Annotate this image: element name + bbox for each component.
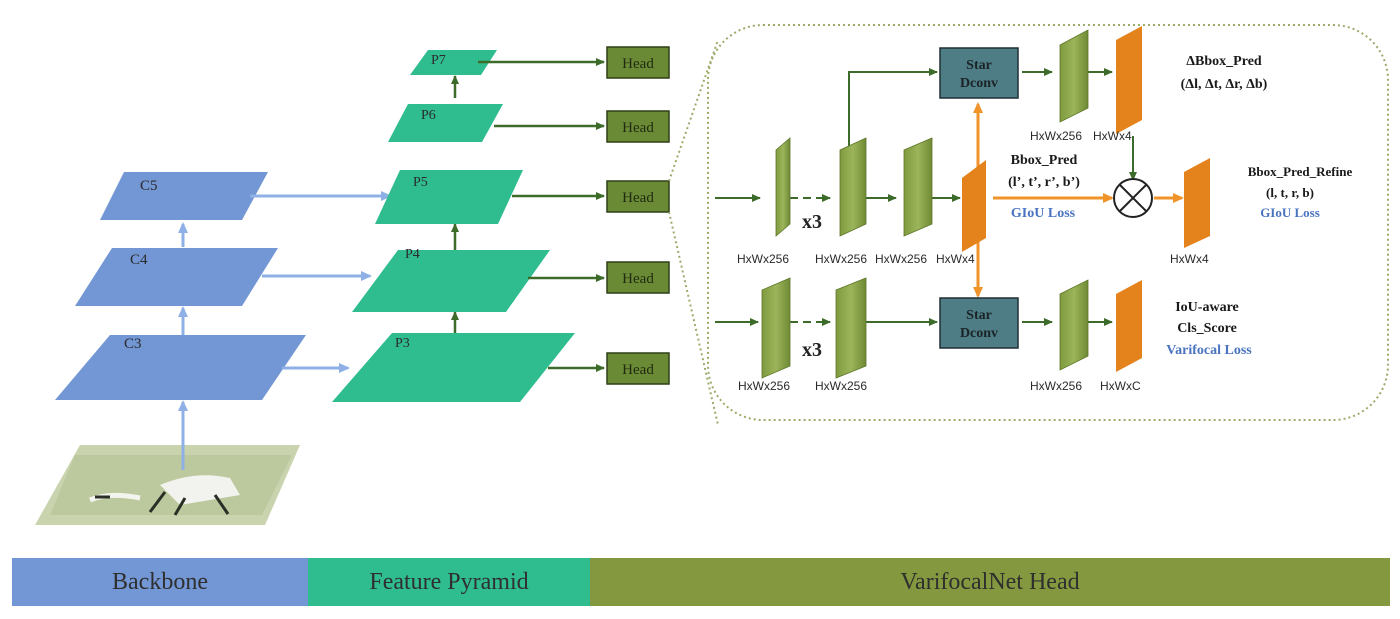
legend-feature-pyramid: Feature Pyramid [308,558,590,606]
delta-bbox-values: (Δl, Δt, Δr, Δb) [1181,77,1268,92]
zoom-connectors [668,39,719,426]
output-cls-score [1116,280,1142,372]
bbox-pred-loss: GIoU Loss [1011,206,1076,221]
output-maps [962,26,1210,372]
head-label-p4: Head [622,271,654,287]
p4-layer [352,250,550,312]
head-label-p3: Head [622,362,654,378]
size-label-bbox-pred: HxWx4 [936,252,975,266]
head-box-p3 [606,352,670,385]
size-label-cls-dconv: HxWx256 [1030,379,1082,393]
star-dconv-top-line1: Star [966,58,992,73]
star-dconv-bottom: Star Dconv [939,297,1019,349]
size-label-delta-bbox: HxWx4 [1093,129,1132,143]
head-box-p5 [606,180,670,213]
p6-label: P6 [421,108,436,123]
p5-layer [375,170,523,224]
size-label-refine-feature: HxWx256 [1030,129,1082,143]
feature-map-bbox-3 [903,137,933,237]
feature-map-cls-input [761,277,791,379]
size-label-bbox-refine: HxWx4 [1170,252,1209,266]
p3-label: P3 [395,336,410,351]
head-box-p4 [606,261,670,294]
input-image [35,445,300,525]
cls-loss: Varifocal Loss [1166,343,1252,358]
p4-label: P4 [405,247,420,262]
c4-layer [75,248,278,306]
legend-varifocalnet-head: VarifocalNet Head [590,558,1390,606]
c3-label: C3 [124,336,142,352]
star-dconv-bottom-line2: Dconv [960,326,998,341]
c3-layer [55,335,306,400]
star-dconv-top-line2: Dconv [960,76,998,91]
legend-varifocalnet-head-label: VarifocalNet Head [900,568,1080,595]
size-label-bbox-x3: HxWx256 [815,252,867,266]
star-dconv-bottom-line1: Star [966,308,992,323]
p7-layer [410,50,497,75]
c5-layer [100,172,268,220]
legend-feature-pyramid-label: Feature Pyramid [369,568,529,595]
size-label-cls-score: HxWxC [1100,379,1141,393]
c5-label: C5 [140,178,158,194]
c4-label: C4 [130,252,148,268]
bbox-pred-values: (l’, t’, r’, b’) [1008,175,1080,190]
feature-map-refine [1059,29,1089,123]
p7-label: P7 [431,53,446,68]
repeat-label-cls: x3 [802,339,822,361]
head-label-p5: Head [622,190,654,206]
multiply-icon [1113,178,1153,218]
feature-pyramid: P7 P6 P5 P4 P3 [332,50,605,402]
head-detail-panel: Star Dconv Star Dconv x3 x3 HxWx256 HxWx… [707,24,1389,421]
output-delta-bbox [1116,26,1142,134]
size-label-bbox-3: HxWx256 [875,252,927,266]
bbox-pred-title: Bbox_Pred [1011,153,1078,168]
feature-maps [761,29,1089,379]
head-detail-border [707,24,1389,421]
p6-layer [388,104,503,142]
p3-layer [332,333,575,402]
legend-backbone: Backbone [12,558,308,606]
feature-map-bbox-input [775,137,791,237]
head-label-p7: Head [622,56,654,72]
heads: Head Head Head Head Head [606,46,670,385]
star-dconv-top: Star Dconv [939,47,1019,99]
bbox-refine-title: Bbox_Pred_Refine [1248,164,1353,179]
size-label-cls-x3: HxWx256 [815,379,867,393]
head-label-p6: Head [622,120,654,136]
head-box-p6 [606,110,670,143]
bbox-refine-loss: GIoU Loss [1260,205,1320,220]
backbone: C5 C4 C3 [55,172,392,470]
feature-map-cls-x3 [835,277,867,379]
cls-subtitle: Cls_Score [1177,321,1237,336]
legend-backbone-label: Backbone [112,568,208,595]
p5-label: P5 [413,175,428,190]
feature-map-bbox-x3 [839,137,867,237]
head-box-p7 [606,46,670,79]
output-bbox-pred [962,160,986,252]
size-label-bbox-input: HxWx256 [737,252,789,266]
output-bbox-refine [1184,158,1210,248]
repeat-label-bbox: x3 [802,211,822,233]
feature-map-cls-dconv [1059,279,1089,371]
bbox-refine-values: (l, t, r, b) [1266,185,1314,200]
size-label-cls-input: HxWx256 [738,379,790,393]
cls-title: IoU-aware [1175,300,1239,315]
delta-bbox-title: ΔBbox_Pred [1186,54,1262,69]
